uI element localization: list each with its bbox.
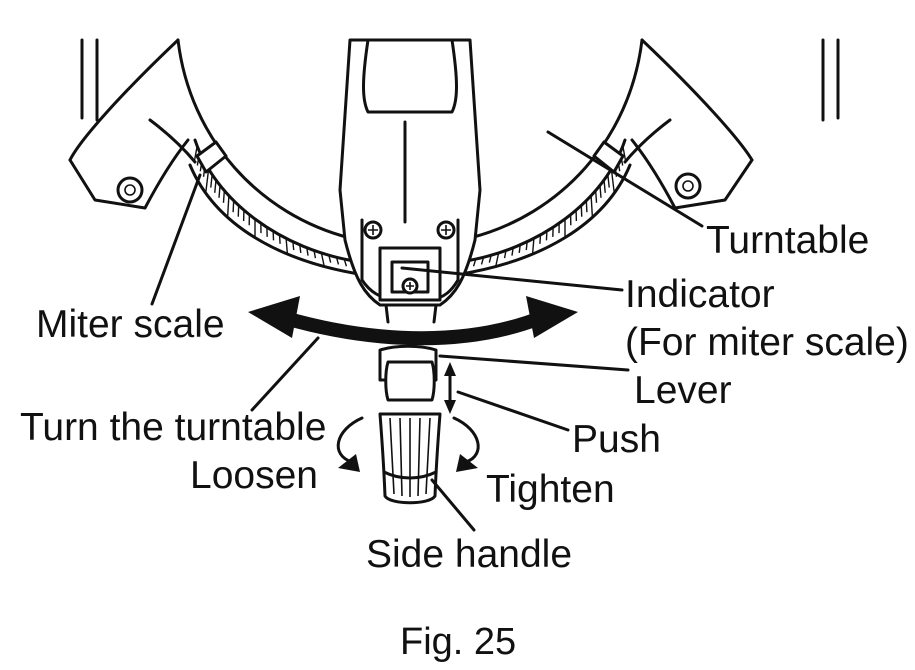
rotation-arrows: [336, 416, 480, 472]
scale-tick: [335, 257, 340, 265]
scale-tick: [222, 190, 226, 203]
scale-clips: [195, 140, 625, 174]
scale-tick: [539, 234, 542, 244]
scale-tick: [511, 247, 514, 256]
label-turntable: Turntable: [706, 219, 869, 262]
scale-tick: [292, 241, 295, 251]
stem: [378, 303, 438, 382]
scale-tick: [594, 190, 598, 203]
scale-tick: [531, 238, 535, 255]
scale-tick: [218, 185, 221, 198]
scale-tick: [205, 168, 210, 194]
scale-tick: [328, 255, 332, 263]
scale-tick: [607, 174, 610, 188]
center-arm: [338, 38, 482, 307]
scale-tick: [343, 258, 348, 267]
leader-lines: [150, 130, 704, 532]
scale-tick: [232, 200, 235, 213]
figure-caption: Fig. 25: [400, 621, 516, 663]
scale-tick: [495, 252, 500, 267]
scale-tick: [585, 200, 588, 213]
scale-tick: [214, 179, 217, 193]
scale-tick: [503, 250, 507, 259]
scale-tick: [599, 185, 602, 198]
label-indicator: Indicator: [625, 273, 775, 316]
label-tighten: Tighten: [486, 468, 615, 511]
scale-tick: [210, 174, 213, 188]
right-base-arm: [623, 38, 840, 210]
scale-tick: [320, 252, 325, 267]
scale-tick: [622, 145, 627, 160]
label-push: Push: [572, 418, 661, 461]
label-loosen: Loosen: [190, 454, 318, 497]
label-miter-scale: Miter scale: [36, 303, 225, 346]
scale-tick: [480, 257, 485, 265]
push-arrow: [444, 362, 456, 414]
scale-tick: [610, 168, 615, 194]
scale-tick: [488, 255, 492, 263]
scale-tick: [226, 195, 230, 218]
scale-tick: [590, 195, 594, 218]
label-for-miter-scale: (For miter scale): [625, 321, 909, 364]
label-side-handle: Side handle: [366, 533, 572, 576]
scale-tick: [285, 238, 289, 255]
scale-tick: [472, 258, 477, 267]
scale-tick: [193, 145, 198, 160]
left-base-arm: [68, 38, 197, 210]
scale-tick: [299, 244, 302, 253]
indicator: [378, 246, 442, 302]
turn-arrow: [248, 296, 578, 346]
lever: [384, 360, 436, 402]
scale-tick: [525, 241, 528, 251]
label-lever: Lever: [634, 369, 732, 412]
side-handle: [378, 412, 442, 505]
scale-tick: [278, 234, 281, 244]
scale-tick: [313, 250, 317, 259]
scale-tick: [603, 179, 606, 193]
scale-tick: [518, 244, 521, 253]
label-turn-the-turntable: Turn the turntable: [20, 406, 326, 449]
scale-tick: [306, 247, 309, 256]
